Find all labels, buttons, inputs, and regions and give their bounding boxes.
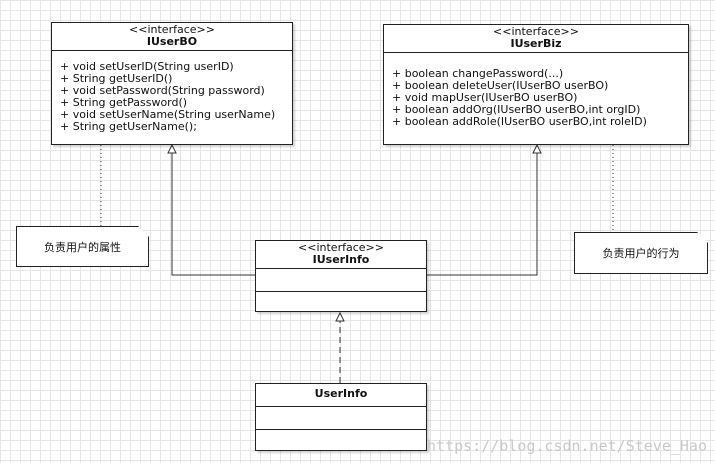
method-item: + void setUserID(String userID) bbox=[60, 60, 234, 73]
class-iuserbo[interactable]: <<interface>> IUserBO + void setUserID(S… bbox=[51, 22, 293, 145]
method-item: + String getUserName(); bbox=[60, 120, 197, 133]
class-header: UserInfo bbox=[256, 384, 426, 407]
method-item: + void mapUser(IUserBO userBO) bbox=[392, 91, 578, 104]
operations-compartment bbox=[256, 430, 426, 450]
realization-arrowhead bbox=[335, 311, 345, 322]
class-name: IUserBiz bbox=[510, 37, 562, 50]
methods-list: + boolean changePassword(...) + boolean … bbox=[384, 53, 688, 132]
method-item: + boolean deleteUser(IUserBO userBO) bbox=[392, 79, 609, 92]
class-iuserbiz[interactable]: <<interface>> IUserBiz + boolean changeP… bbox=[383, 24, 689, 145]
stereotype-label: <<interface>> bbox=[129, 23, 215, 36]
class-name: IUserBO bbox=[146, 35, 198, 48]
class-header: <<interface>> IUserBiz bbox=[384, 25, 688, 53]
operations-compartment bbox=[256, 292, 426, 312]
method-item: + void setPassword(String password) bbox=[60, 84, 265, 97]
class-iuserinfo[interactable]: <<interface>> IUserInfo bbox=[255, 240, 427, 312]
note-left[interactable]: 负责用户的属性 bbox=[16, 226, 149, 267]
method-item: + String getPassword() bbox=[60, 96, 188, 109]
class-name: IUserInfo bbox=[312, 253, 370, 266]
generalization-arrowhead-iuserbo bbox=[167, 143, 177, 154]
method-item: + boolean addRole(IUserBO userBO,int rol… bbox=[392, 115, 647, 128]
attributes-compartment bbox=[256, 407, 426, 430]
method-item: + void setUserName(String userName) bbox=[60, 108, 276, 121]
class-name: UserInfo bbox=[314, 387, 368, 400]
note-right[interactable]: 负责用户的行为 bbox=[574, 232, 708, 274]
class-header: <<interface>> IUserInfo bbox=[256, 241, 426, 269]
stereotype-label: <<interface>> bbox=[298, 241, 384, 254]
methods-list: + void setUserID(String userID) + String… bbox=[52, 51, 292, 137]
generalization-to-iuserbo bbox=[171, 152, 255, 276]
note-text: 负责用户的行为 bbox=[602, 247, 680, 260]
method-item: + boolean changePassword(...) bbox=[392, 67, 564, 80]
method-item: + String getUserID() bbox=[60, 72, 173, 85]
stereotype-label: <<interface>> bbox=[493, 25, 579, 38]
class-header: <<interface>> IUserBO bbox=[52, 23, 292, 51]
generalization-to-iuserbiz bbox=[427, 152, 538, 276]
watermark-text: https://blog.csdn.net/Steve_Hao bbox=[427, 437, 707, 455]
generalization-arrowhead-iuserbiz bbox=[532, 143, 542, 154]
method-item: + boolean addOrg(IUserBO userBO,int orgI… bbox=[392, 103, 641, 116]
attributes-compartment bbox=[256, 269, 426, 292]
class-userinfo[interactable]: UserInfo bbox=[255, 383, 427, 451]
note-text: 负责用户的属性 bbox=[44, 240, 121, 254]
